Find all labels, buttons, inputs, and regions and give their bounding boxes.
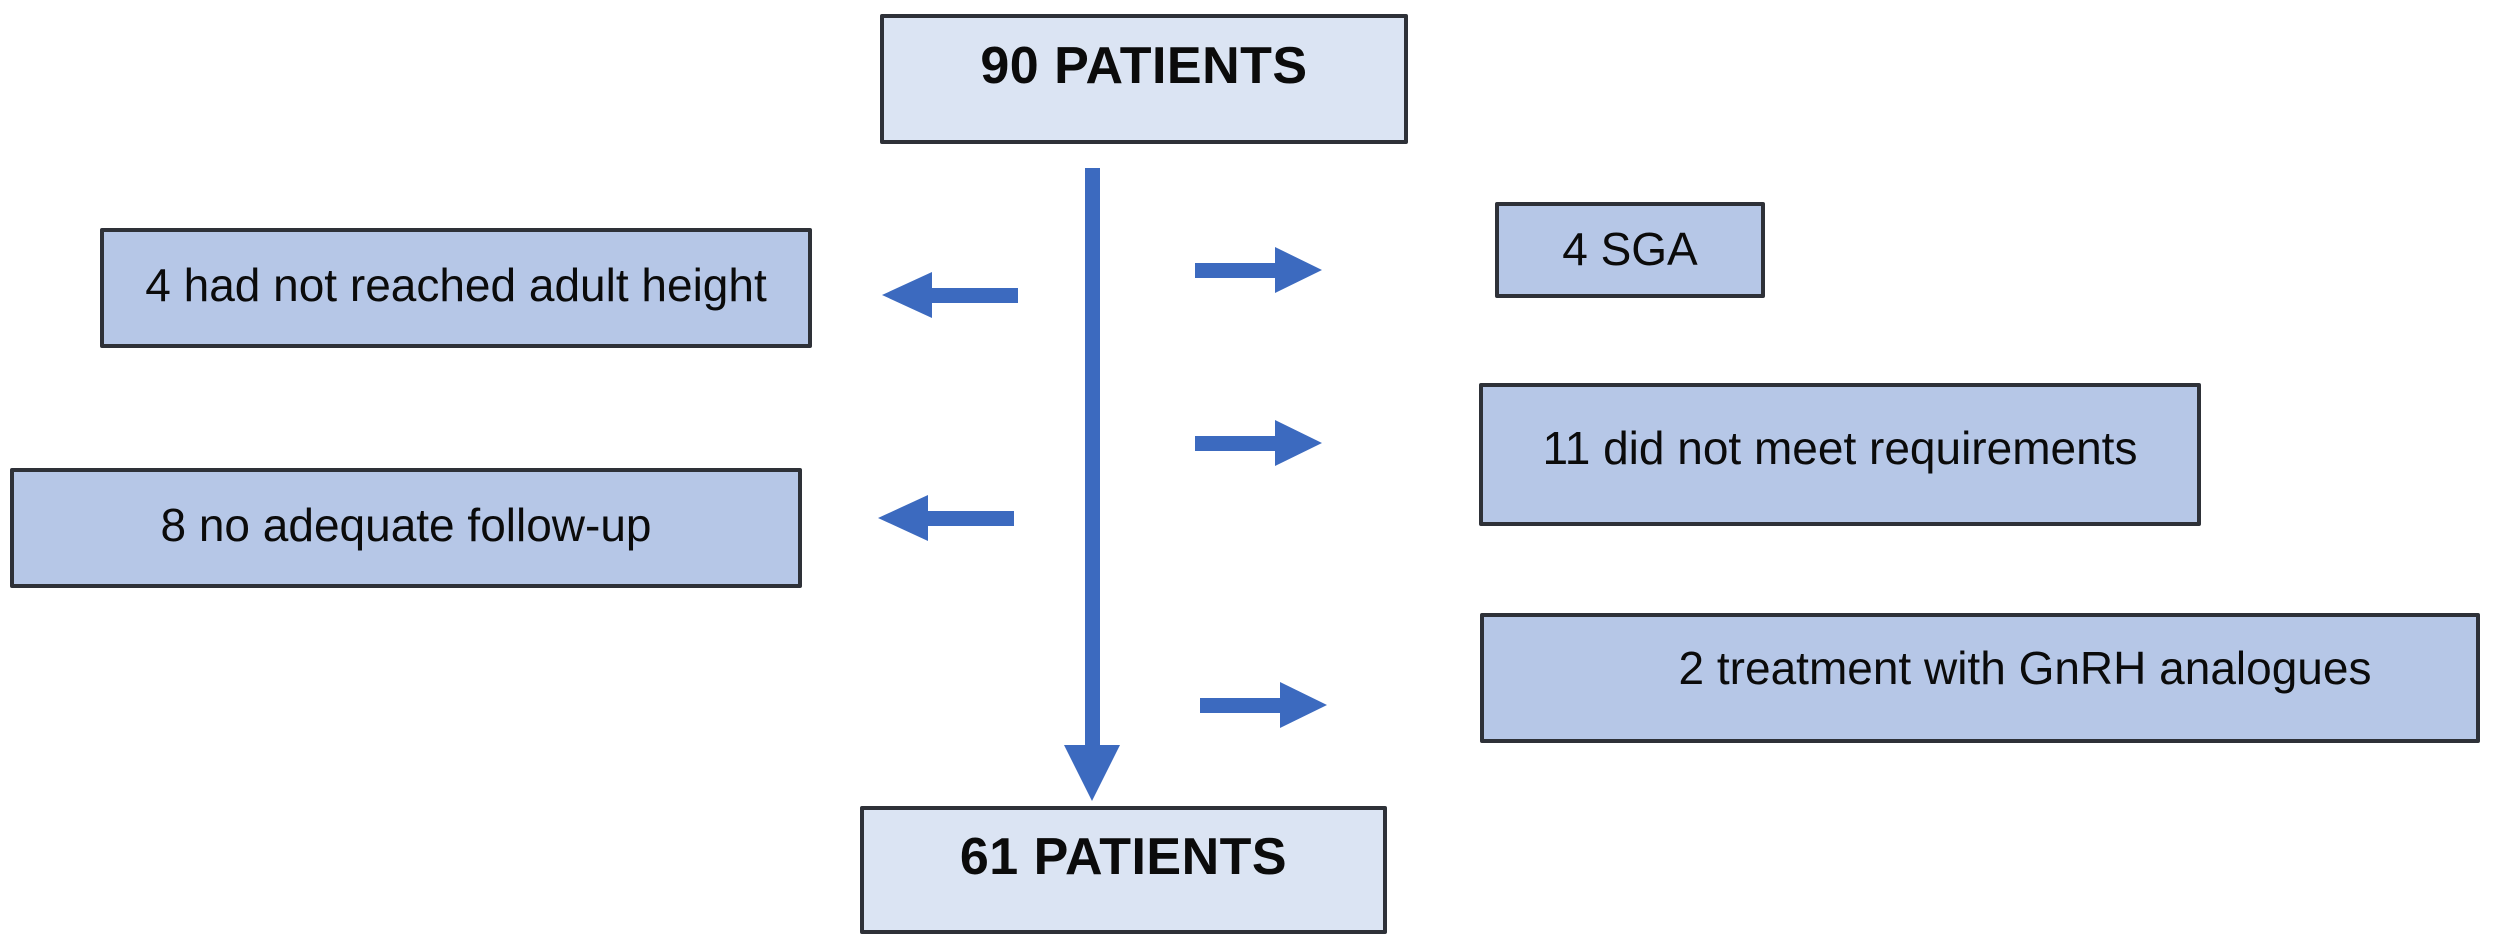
box-not-reached-adult-height-label: 4 had not reached adult height <box>145 258 767 311</box>
left-arrow-icon <box>878 495 1014 541</box>
right-arrow-head <box>1280 682 1327 728</box>
box-did-not-meet-requirements-label: 11 did not meet requirements <box>1542 422 2138 475</box>
box-gnrh-analogues: 2 treatment with GnRH analogues <box>1480 613 2480 743</box>
box-did-not-meet-requirements: 11 did not meet requirements <box>1479 383 2201 526</box>
right-arrow-icon <box>1195 247 1322 293</box>
box-no-adequate-follow-up: 8 no adequate follow-up <box>10 468 802 588</box>
left-arrow-head <box>882 272 932 318</box>
left-arrow-icon <box>882 272 1018 318</box>
box-61-patients-label: 61 PATIENTS <box>959 828 1288 887</box>
down-arrow-icon <box>1064 168 1120 801</box>
box-not-reached-adult-height: 4 had not reached adult height <box>100 228 812 348</box>
left-arrow-shaft <box>928 510 1014 526</box>
down-arrow-head <box>1064 745 1120 801</box>
box-90-patients-label: 90 PATIENTS <box>980 37 1308 96</box>
right-arrow-shaft <box>1195 435 1275 451</box>
box-90-patients: 90 PATIENTS <box>880 14 1408 144</box>
box-no-adequate-follow-up-label: 8 no adequate follow-up <box>160 498 652 551</box>
right-arrow-icon <box>1200 682 1327 728</box>
down-arrow-shaft <box>1084 168 1100 745</box>
left-arrow-head <box>878 495 928 541</box>
box-sga-label: 4 SGA <box>1562 222 1698 275</box>
box-61-patients: 61 PATIENTS <box>860 806 1387 934</box>
box-sga: 4 SGA <box>1495 202 1765 298</box>
right-arrow-head <box>1275 420 1322 466</box>
left-arrow-shaft <box>932 287 1018 303</box>
right-arrow-shaft <box>1200 697 1280 713</box>
right-arrow-head <box>1275 247 1322 293</box>
box-gnrh-analogues-label: 2 treatment with GnRH analogues <box>1678 641 2372 694</box>
right-arrow-icon <box>1195 420 1322 466</box>
right-arrow-shaft <box>1195 262 1275 278</box>
